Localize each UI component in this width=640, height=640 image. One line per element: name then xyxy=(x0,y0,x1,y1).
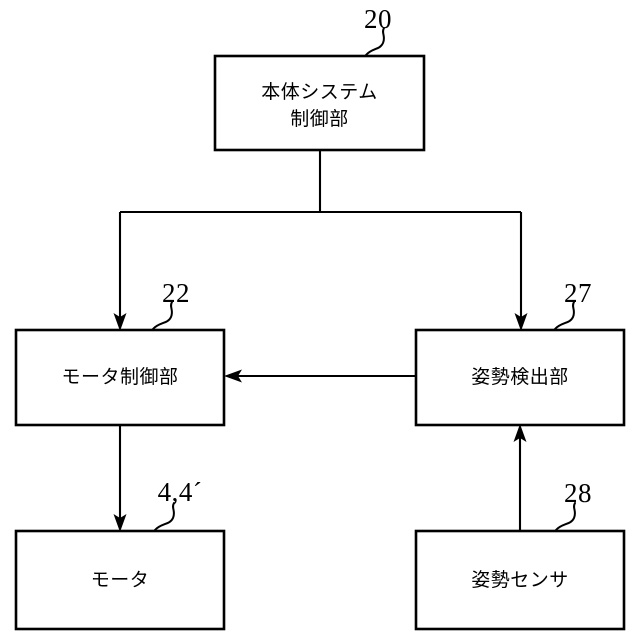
block-posture-sensor[interactable]: 姿勢センサ xyxy=(414,529,626,631)
connector-branch-to-posture-detection xyxy=(514,212,528,331)
connector-motor-control-to-motor xyxy=(113,425,127,532)
reference-numeral-27: 27 xyxy=(564,278,592,308)
block-label-main-system-control-line2: 制御部 xyxy=(290,108,349,130)
connector-control-to-branch xyxy=(120,150,521,214)
leader-line-22 xyxy=(152,301,173,330)
reference-numeral-20: 20 xyxy=(364,4,392,34)
block-label-posture-detection: 姿勢検出部 xyxy=(471,366,569,388)
connector-posture-detection-to-motor-control xyxy=(224,369,416,383)
leader-line-4 xyxy=(154,502,175,531)
reference-numeral-4: 4,4ˊ xyxy=(158,477,203,507)
leader-line-20 xyxy=(365,27,385,56)
block-posture-detection[interactable]: 姿勢検出部 xyxy=(414,328,626,427)
block-label-motor: モータ xyxy=(91,569,150,591)
block-label-motor-control: モータ制御部 xyxy=(61,366,178,388)
leader-line-27 xyxy=(554,301,575,330)
block-motor[interactable]: モータ xyxy=(14,529,226,631)
block-label-posture-sensor: 姿勢センサ xyxy=(471,569,569,591)
block-main-system-control[interactable]: 本体システム 制御部 xyxy=(213,54,426,152)
connector-branch-to-motor-control xyxy=(113,212,127,331)
connector-posture-sensor-to-posture-detection xyxy=(513,424,527,531)
leader-line-28 xyxy=(555,502,576,531)
reference-numeral-28: 28 xyxy=(564,478,592,508)
reference-numeral-22: 22 xyxy=(162,278,190,308)
block-label-main-system-control-line1: 本体システム xyxy=(261,81,377,103)
block-motor-control[interactable]: モータ制御部 xyxy=(14,328,226,427)
